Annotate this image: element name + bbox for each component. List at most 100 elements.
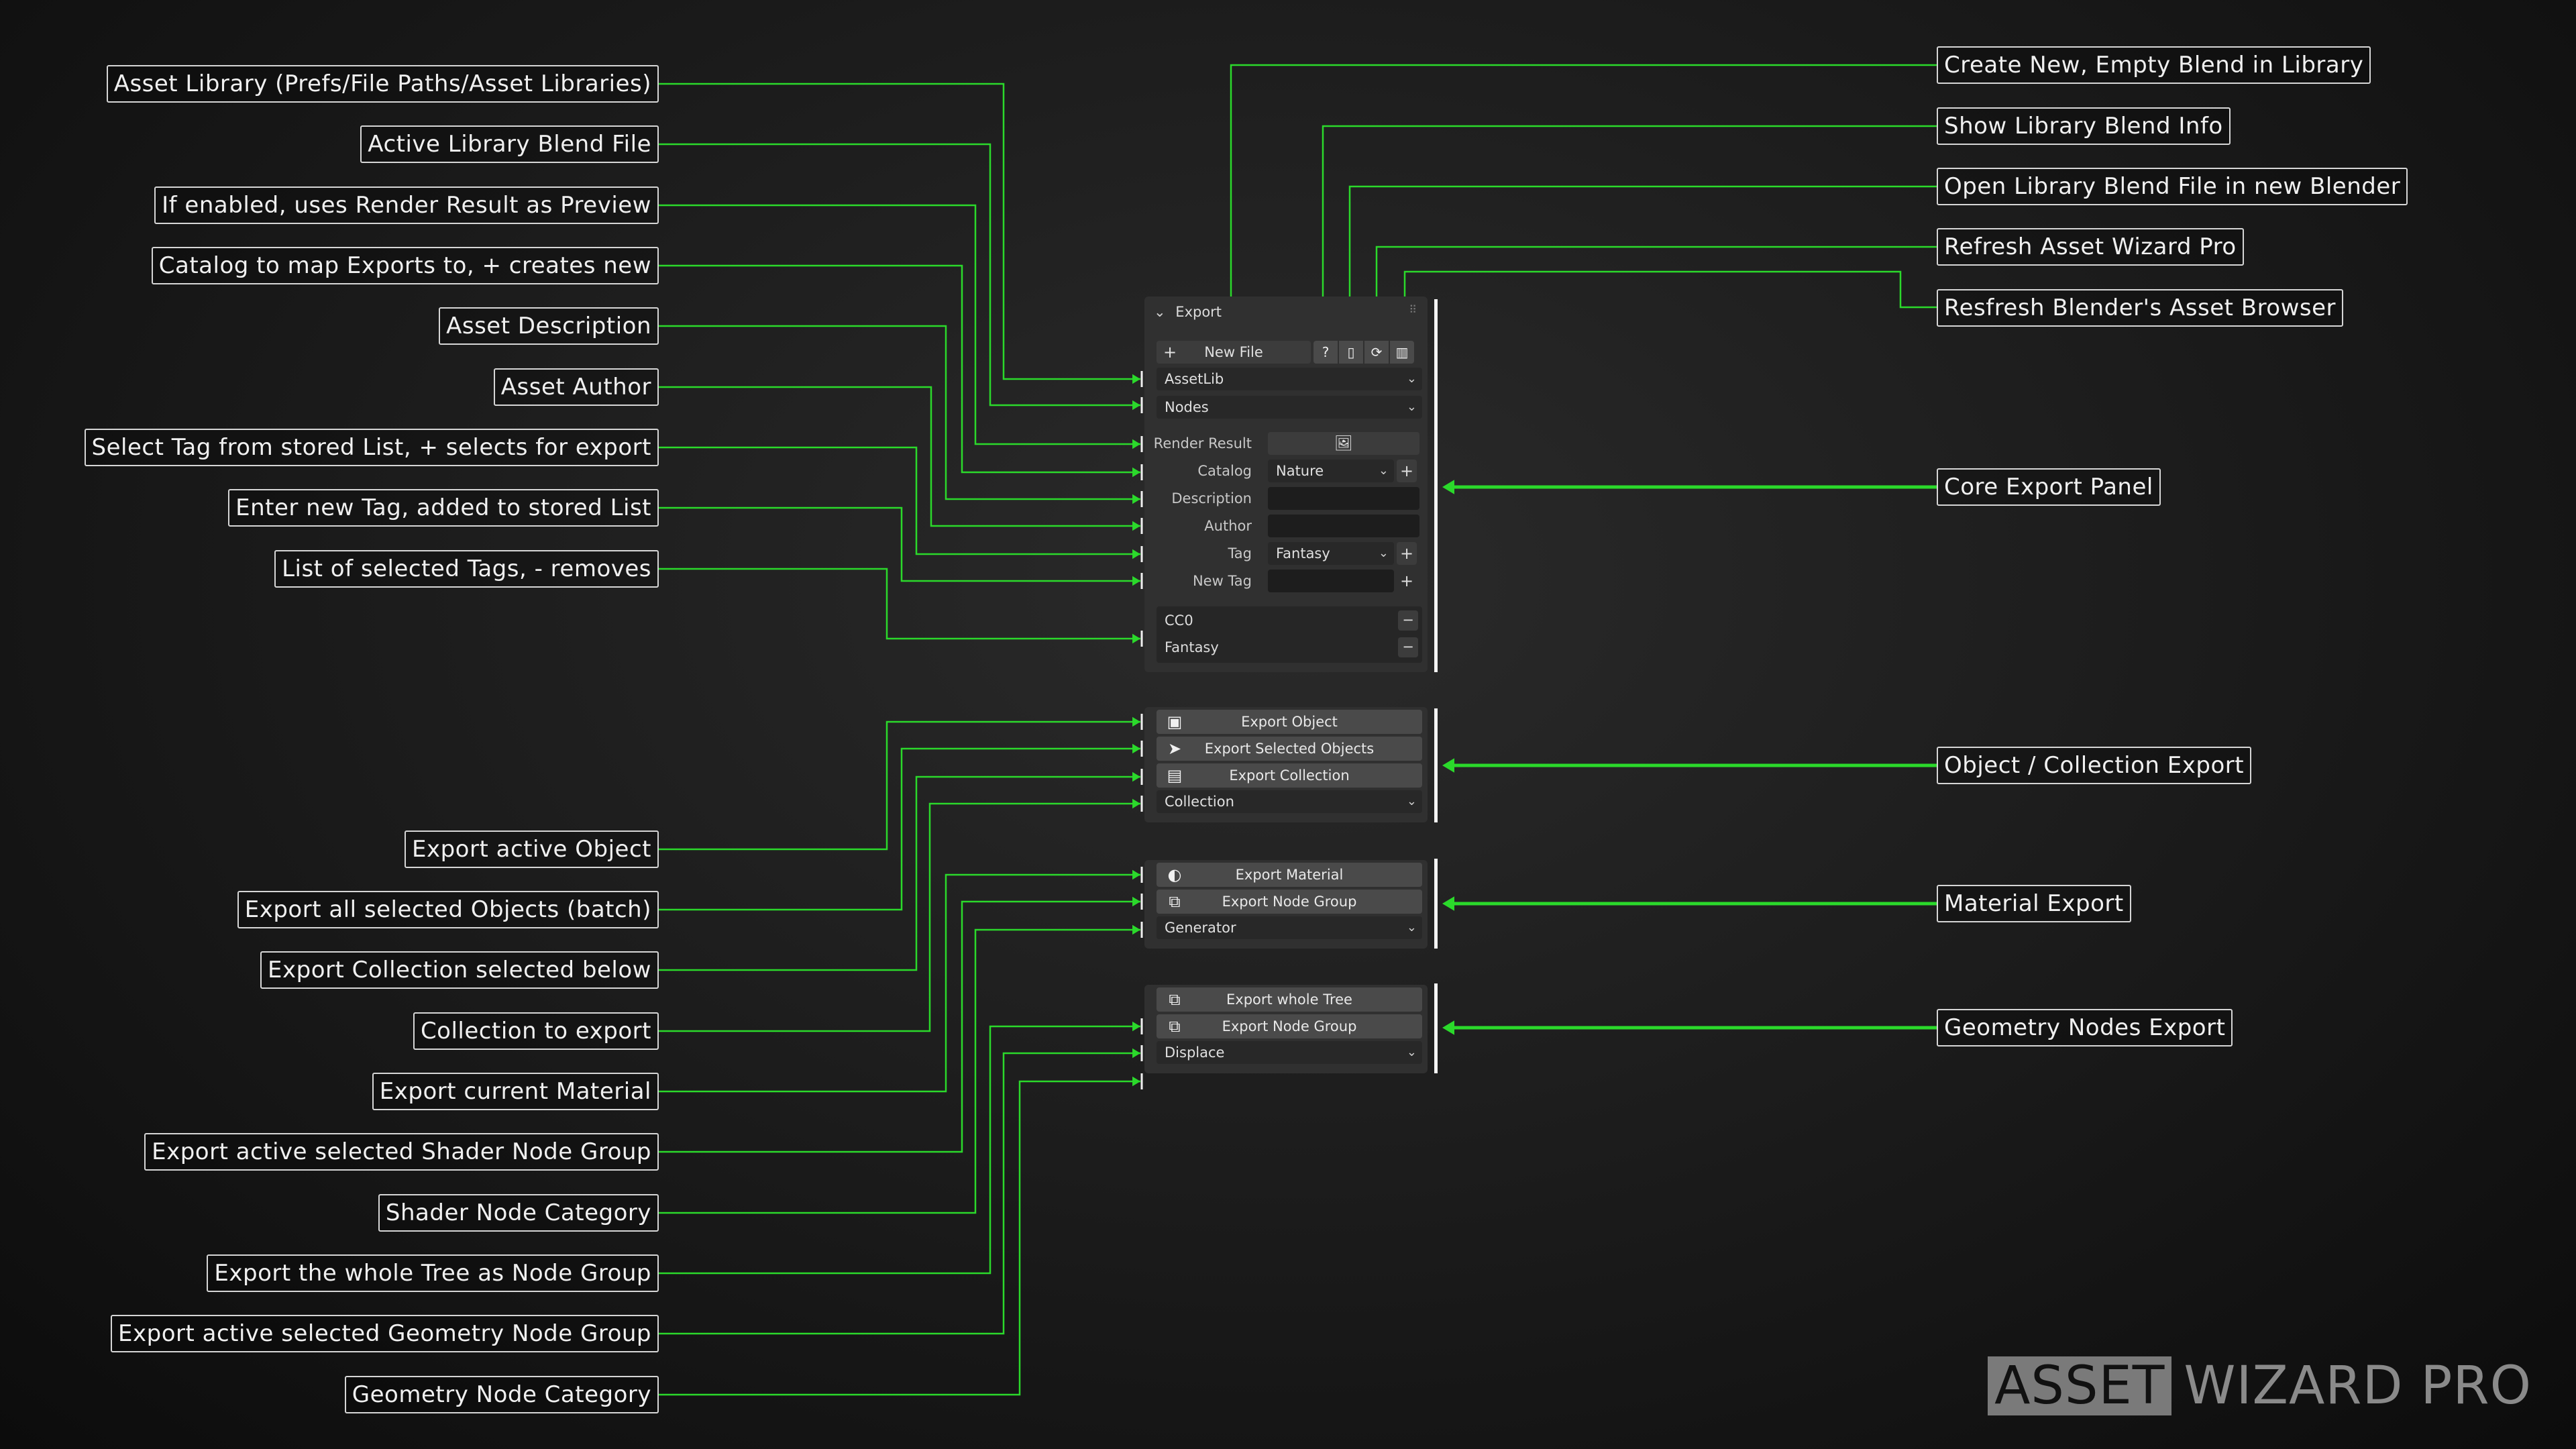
export-shader-node-group-button[interactable]: ⧉ Export Node Group: [1157, 890, 1422, 914]
shader-category-dropdown[interactable]: Generator ⌄: [1157, 916, 1422, 939]
connector-arrow: [1132, 576, 1140, 586]
catalog-value: Nature: [1276, 463, 1324, 479]
node-group-icon: ⧉: [1169, 892, 1181, 911]
callout-label: Shader Node Category: [378, 1194, 659, 1232]
callout-label: Show Library Blend Info: [1937, 107, 2231, 145]
geometry-category-dropdown[interactable]: Displace ⌄: [1157, 1041, 1422, 1064]
connector-arrow: [1132, 374, 1140, 384]
export-whole-tree-button[interactable]: ⧉ Export whole Tree: [1157, 987, 1422, 1012]
remove-tag-button[interactable]: −: [1398, 610, 1418, 631]
connector-line: [659, 775, 1140, 971]
collection-dropdown[interactable]: Collection ⌄: [1157, 790, 1422, 813]
callout-label: Geometry Node Category: [344, 1376, 659, 1413]
new-tag-label: New Tag: [1192, 573, 1252, 589]
callout-label: Collection to export: [413, 1012, 659, 1050]
connector-line: [659, 325, 1140, 500]
description-field[interactable]: [1268, 487, 1419, 510]
connector-line: [659, 928, 1140, 1214]
asset-browser-refresh-icon[interactable]: ▥: [1390, 341, 1414, 364]
export-selected-objects-button[interactable]: ➤ Export Selected Objects: [1157, 737, 1422, 761]
export-collection-label: Export Collection: [1229, 767, 1350, 784]
add-tag-button[interactable]: +: [1397, 542, 1417, 565]
connector-line: [659, 802, 1140, 1032]
brand-asset: ASSET: [1988, 1356, 2172, 1415]
callout-label: Geometry Nodes Export: [1937, 1009, 2233, 1046]
connector-line: [1348, 185, 1937, 331]
callout-label: Refresh Asset Wizard Pro: [1937, 228, 2244, 266]
blend-info-icon[interactable]: ?: [1313, 341, 1338, 364]
connector-arrow: [1442, 896, 1454, 911]
core-export-panel: ⌄ Export ⠿ + New File ? ▯ ⟳ ▥ AssetLib ⌄…: [1144, 297, 1428, 672]
export-material-button[interactable]: ◐ Export Material: [1157, 863, 1422, 887]
connector-arrow: [1442, 758, 1454, 773]
catalog-dropdown[interactable]: Nature ⌄: [1268, 460, 1394, 482]
material-panel-bracket: [1434, 859, 1438, 949]
add-catalog-button[interactable]: +: [1397, 460, 1417, 482]
connector-arrow: [1132, 869, 1140, 880]
chevron-down-icon: ⌄: [1154, 304, 1166, 320]
callout-label: Catalog to map Exports to, + creates new: [151, 247, 659, 284]
connector-line: [1322, 125, 1937, 331]
connector-line: [659, 900, 1140, 1153]
connector-arrow: [1132, 633, 1140, 644]
callout-label: Resfresh Blender's Asset Browser: [1937, 289, 2344, 327]
asset-library-dropdown[interactable]: AssetLib ⌄: [1157, 368, 1422, 390]
callout-label: Open Library Blend File in new Blender: [1937, 168, 2408, 205]
node-tree-icon: ⧉: [1169, 990, 1181, 1009]
tag-value: Fantasy: [1276, 545, 1330, 561]
blend-file-value: Nodes: [1165, 399, 1209, 415]
open-blend-icon[interactable]: ▯: [1339, 341, 1363, 364]
blend-file-dropdown[interactable]: Nodes ⌄: [1157, 396, 1422, 419]
refresh-icon[interactable]: ⟳: [1364, 341, 1389, 364]
object-panel-bracket: [1434, 708, 1438, 822]
connector-line: [659, 446, 1140, 555]
export-whole-tree-label: Export whole Tree: [1226, 991, 1352, 1008]
export-geometry-node-group-button[interactable]: ⧉ Export Node Group: [1157, 1014, 1422, 1038]
connector-line: [659, 1080, 1140, 1396]
author-field[interactable]: [1268, 515, 1419, 537]
add-new-tag-button[interactable]: +: [1399, 572, 1414, 590]
export-collection-button[interactable]: ▤ Export Collection: [1157, 763, 1422, 788]
chevron-down-icon: ⌄: [1406, 1045, 1417, 1059]
tag-dropdown[interactable]: Fantasy ⌄: [1268, 542, 1394, 565]
connector-arrow: [1132, 896, 1140, 907]
connector-arrow: [1132, 1021, 1140, 1032]
collection-value: Collection: [1165, 794, 1234, 810]
export-object-button[interactable]: ▣ Export Object: [1157, 710, 1422, 734]
callout-label: Enter new Tag, added to stored List: [228, 489, 659, 527]
remove-tag-button[interactable]: −: [1398, 637, 1418, 657]
connector-arrow: [1132, 771, 1140, 782]
callout-label: Export all selected Objects (batch): [237, 891, 659, 928]
drag-handle-icon[interactable]: ⠿: [1409, 303, 1417, 316]
callout-label: Create New, Empty Blend in Library: [1937, 46, 2371, 84]
author-label: Author: [1204, 518, 1252, 534]
connector-line: [1403, 270, 1937, 331]
render-result-toggle[interactable]: 🖼: [1268, 432, 1419, 455]
connector-arrow: [1132, 1048, 1140, 1059]
node-group-icon: ⧉: [1169, 1017, 1181, 1036]
plus-icon: +: [1163, 343, 1177, 362]
chevron-down-icon: ⌄: [1406, 920, 1417, 934]
new-file-button[interactable]: + New File: [1157, 341, 1311, 364]
new-tag-field[interactable]: [1268, 570, 1394, 592]
list-item: Fantasy: [1165, 639, 1219, 655]
chevron-down-icon: ⌄: [1406, 372, 1417, 386]
callout-label: List of selected Tags, - removes: [274, 550, 659, 588]
export-selected-label: Export Selected Objects: [1204, 741, 1375, 757]
connector-arrow: [1132, 521, 1140, 531]
callout-label: Core Export Panel: [1937, 468, 2161, 506]
shader-category-value: Generator: [1165, 920, 1236, 936]
callout-label: Object / Collection Export: [1937, 747, 2252, 784]
connector-line: [659, 204, 1140, 445]
connector-line: [659, 1052, 1140, 1335]
connector-line: [659, 720, 1140, 851]
connector-arrow: [1132, 1076, 1140, 1087]
connector-line: [659, 747, 1140, 911]
connector-line: [659, 873, 1140, 1093]
material-export-panel: ◐ Export Material ⧉ Export Node Group Ge…: [1144, 860, 1428, 949]
chevron-down-icon: ⌄: [1378, 546, 1389, 560]
cursor-icon: ➤: [1167, 739, 1182, 758]
connector-line: [659, 264, 1140, 474]
export-geo-node-group-label: Export Node Group: [1222, 1018, 1357, 1034]
panel-header[interactable]: ⌄ Export: [1154, 302, 1222, 322]
